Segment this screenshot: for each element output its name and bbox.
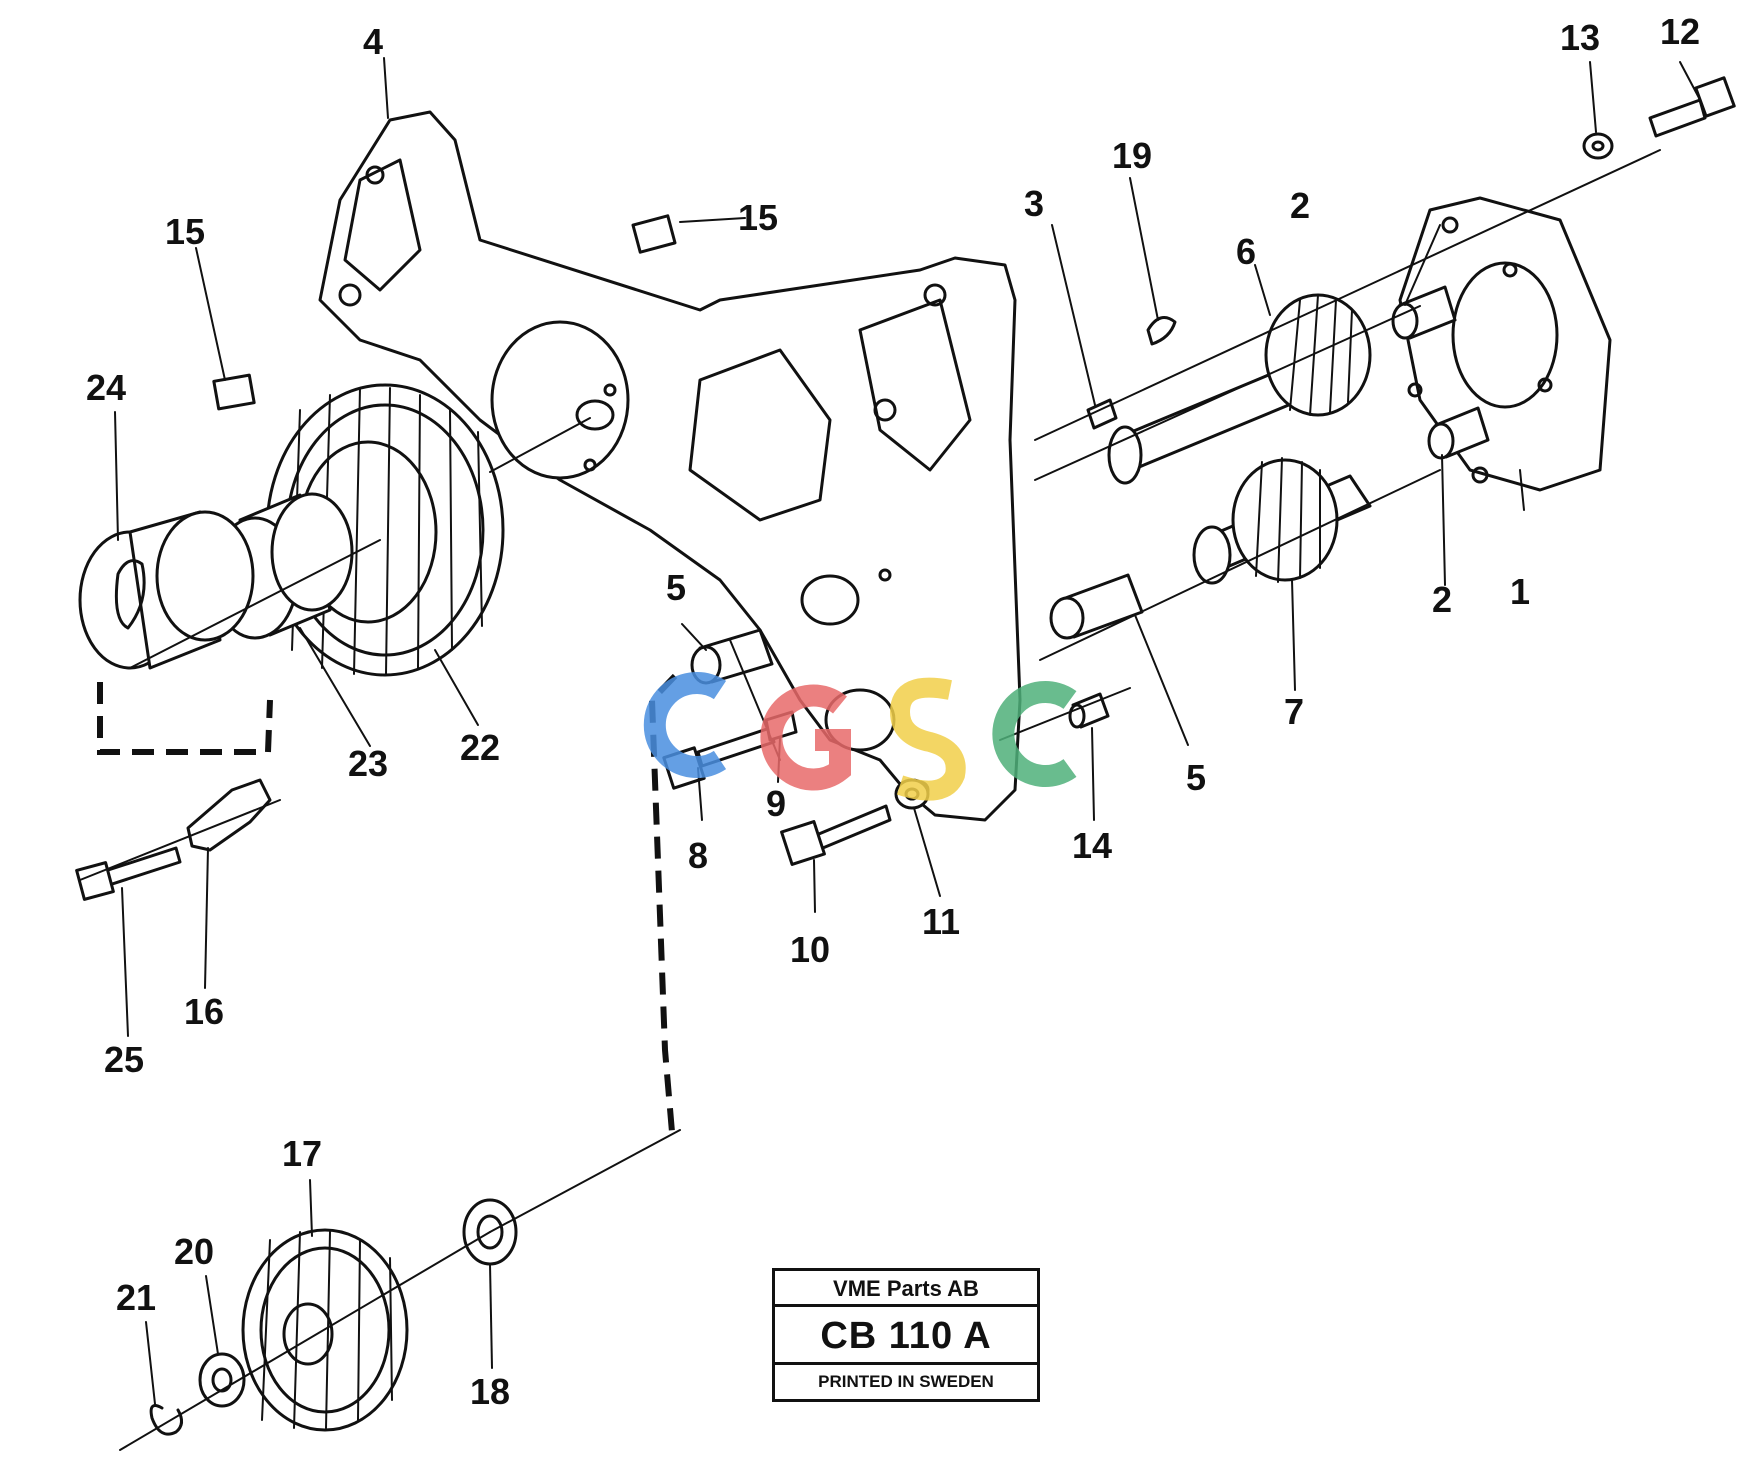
callouts: 1 2 2 3 4 5 5 6 7 8 9 10 11 12 13 14 15 … bbox=[86, 11, 1700, 1412]
callout-2-upper: 2 bbox=[1290, 185, 1310, 226]
callout-2-lower: 2 bbox=[1432, 579, 1452, 620]
callout-15-top: 15 bbox=[738, 197, 778, 238]
pump-gear-6 bbox=[1107, 293, 1372, 485]
callout-4: 4 bbox=[363, 21, 383, 62]
callout-3: 3 bbox=[1024, 183, 1044, 224]
callout-24: 24 bbox=[86, 367, 126, 408]
callout-20: 20 bbox=[174, 1231, 214, 1272]
company-name: VME Parts AB bbox=[775, 1271, 1037, 1307]
callout-21: 21 bbox=[116, 1277, 156, 1318]
assembly-lines bbox=[79, 149, 1661, 1451]
callout-22: 22 bbox=[460, 727, 500, 768]
hub-24 bbox=[78, 510, 255, 670]
callout-16: 16 bbox=[184, 991, 224, 1032]
callout-17: 17 bbox=[282, 1133, 322, 1174]
callout-6: 6 bbox=[1236, 231, 1256, 272]
callout-25: 25 bbox=[104, 1039, 144, 1080]
callout-18: 18 bbox=[470, 1371, 510, 1412]
cgsc-watermark bbox=[643, 672, 1077, 801]
pin-and-key bbox=[1086, 316, 1177, 430]
callout-13: 13 bbox=[1560, 17, 1600, 58]
circlip-21 bbox=[149, 1404, 183, 1436]
printed-note: PRINTED IN SWEDEN bbox=[818, 1372, 994, 1391]
callout-12: 12 bbox=[1660, 11, 1700, 52]
pump-gear-7 bbox=[1192, 457, 1372, 585]
callout-9: 9 bbox=[766, 783, 786, 824]
drawing-code: CB 110 A bbox=[775, 1307, 1037, 1365]
callout-5-left: 5 bbox=[666, 567, 686, 608]
callout-7: 7 bbox=[1284, 691, 1304, 732]
callout-5-right: 5 bbox=[1186, 757, 1206, 798]
callout-8: 8 bbox=[688, 835, 708, 876]
callout-15-left: 15 bbox=[165, 211, 205, 252]
callout-23: 23 bbox=[348, 743, 388, 784]
spacer-20 bbox=[198, 1352, 246, 1408]
callout-19: 19 bbox=[1112, 135, 1152, 176]
callout-11: 11 bbox=[922, 901, 960, 942]
title-block: VME Parts AB CB 110 A PRINTED IN SWEDEN bbox=[772, 1268, 1040, 1402]
callout-14: 14 bbox=[1072, 825, 1112, 866]
callout-1: 1 bbox=[1510, 571, 1530, 612]
callout-10: 10 bbox=[790, 929, 830, 970]
